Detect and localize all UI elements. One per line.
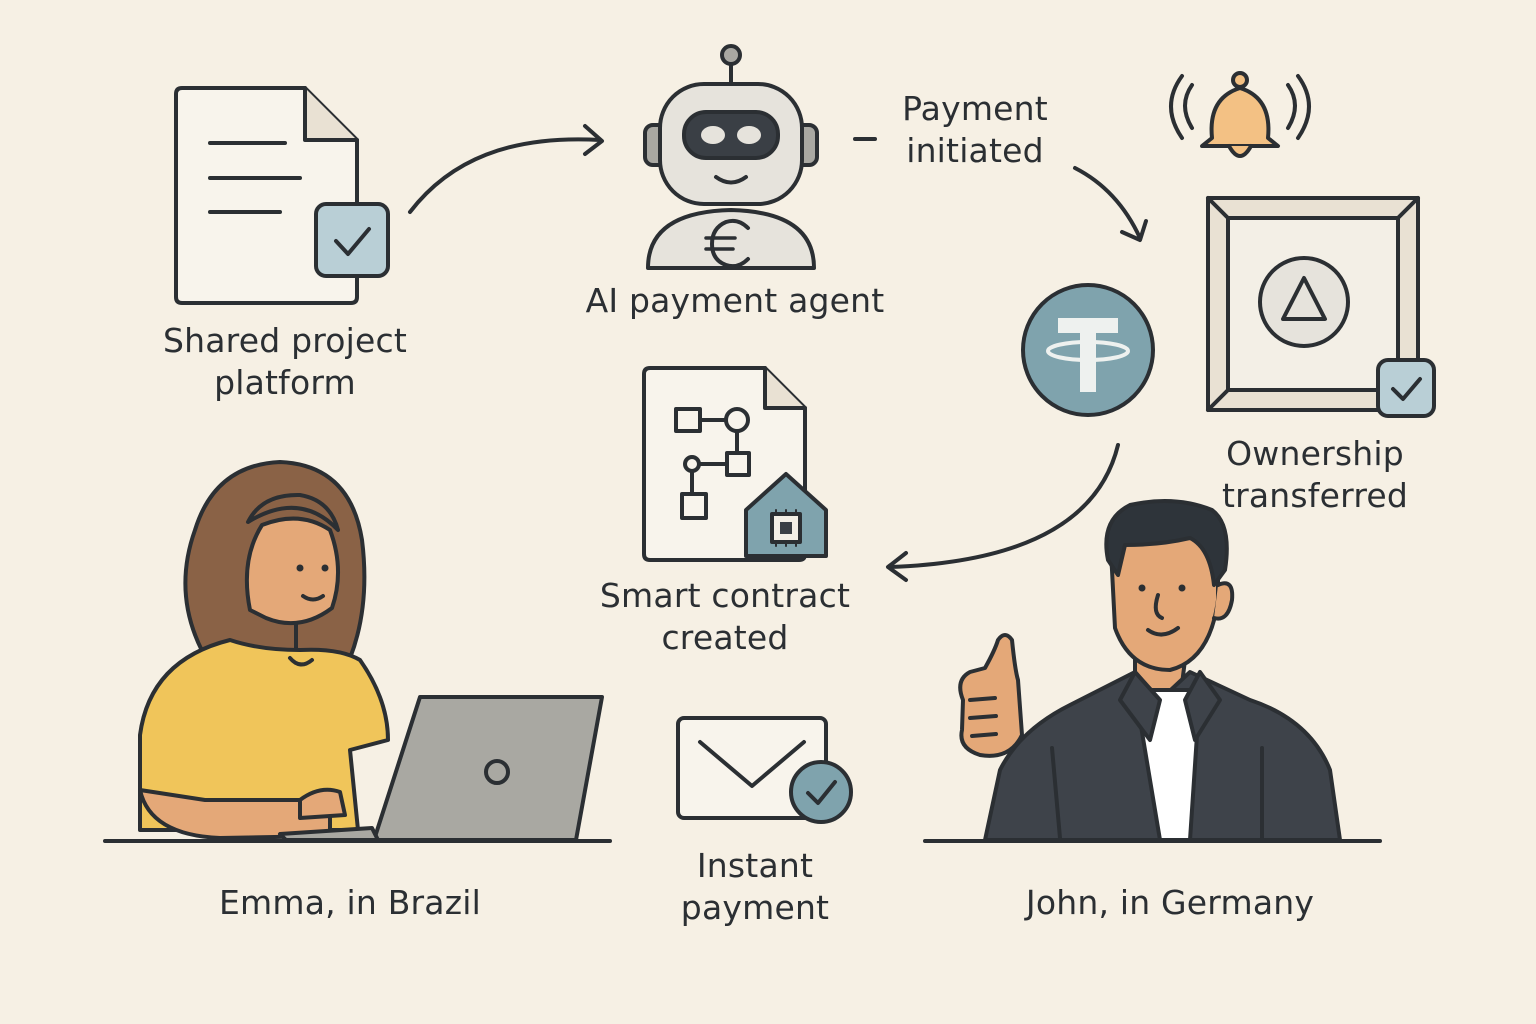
instant-payment-label: Instant payment <box>680 846 830 927</box>
tether-coin-icon <box>1021 283 1155 417</box>
shared-platform-label: Shared project platform <box>163 321 407 402</box>
arrow-to-agent <box>408 124 604 214</box>
arrow-to-ownership <box>1073 166 1148 242</box>
emma-figure <box>138 460 390 840</box>
ai-agent-label: AI payment agent <box>585 281 885 320</box>
payment-initiated-label: Payment initiated <box>902 89 1048 170</box>
john-label: John, in Germany <box>1025 883 1315 922</box>
emma-label: Emma, in Brazil <box>218 883 481 922</box>
email-check-icon <box>676 716 853 824</box>
euro-icon <box>704 218 750 269</box>
smart-contract-label: Smart contract created <box>599 576 851 657</box>
laptop-icon <box>278 695 604 842</box>
ownership-transferred-label: Ownership transferred <box>1221 434 1409 515</box>
john-figure <box>958 499 1342 842</box>
smart-contract-icon <box>642 366 828 562</box>
document-check-icon <box>174 86 390 305</box>
bell-icon <box>1169 71 1311 158</box>
arrow-to-contract <box>886 443 1120 582</box>
nft-frame-icon <box>1206 196 1436 418</box>
robot-icon <box>643 44 819 270</box>
